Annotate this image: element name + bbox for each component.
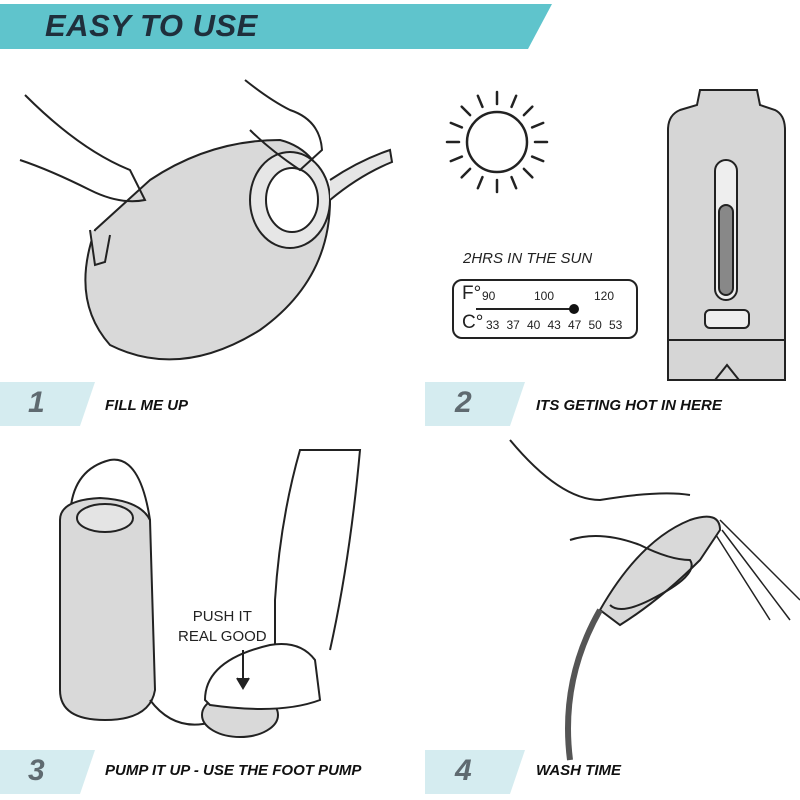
push-callout: PUSH IT REAL GOOD: [178, 607, 267, 647]
temperature-level-bar: [476, 308, 574, 310]
jug-with-foot-pump-illustration: [59, 449, 362, 738]
callout-line-1: PUSH IT: [192, 608, 252, 625]
f-tick: 90: [482, 289, 496, 303]
c-tick: 33: [486, 318, 500, 332]
sun-ray: [522, 167, 534, 179]
page-title: EASY TO USE: [45, 8, 258, 43]
sun-ray: [476, 175, 484, 190]
fahrenheit-unit: F°: [462, 283, 482, 304]
callout-line-2: REAL GOOD: [178, 628, 267, 645]
step-2-number: 2: [455, 386, 472, 419]
c-tick: 47: [568, 318, 582, 332]
sun-ray: [530, 121, 545, 129]
jug-filling-illustration: [19, 79, 394, 361]
step-3-label: PUMP IT UP - USE THE FOOT PUMP: [105, 762, 362, 779]
sun-ray: [530, 155, 545, 163]
temperature-marker: [569, 304, 579, 314]
step-1-number: 1: [28, 386, 45, 419]
sun-ray: [460, 167, 472, 179]
step-4-label: WASH TIME: [536, 762, 621, 779]
sun-ray: [476, 94, 484, 109]
c-tick: 50: [588, 318, 602, 332]
step-1-label: FILL ME UP: [105, 397, 189, 414]
celsius-unit: C°: [462, 312, 484, 333]
sun-ray: [449, 121, 464, 129]
sun-icon: [445, 90, 549, 194]
f-tick: 120: [594, 289, 615, 303]
f-tick: 100: [534, 289, 555, 303]
sun-ray: [460, 105, 472, 117]
step-2-label: ITS GETING HOT IN HERE: [536, 397, 722, 414]
sun-ray: [510, 175, 518, 190]
c-tick: 40: [527, 318, 541, 332]
step-4-badge: [425, 750, 525, 794]
shower-sprayer-illustration: [509, 439, 800, 761]
sun-ray: [522, 105, 534, 117]
step-1-badge: [0, 382, 95, 426]
step-4-number: 4: [455, 754, 472, 787]
sun-ray: [510, 94, 518, 109]
c-tick: 53: [609, 318, 623, 332]
sun-ray: [449, 155, 464, 163]
header-banner: [0, 4, 552, 49]
step-3-badge: [0, 750, 95, 794]
c-tick: 43: [547, 318, 561, 332]
c-tick: 37: [506, 318, 520, 332]
temperature-gauge: F° C° 90 100 120 33 37 40 43 47 50 53: [452, 279, 638, 339]
step-3-number: 3: [28, 754, 45, 787]
water-tank-illustration: [667, 89, 786, 381]
sun-caption: 2HRS IN THE SUN: [463, 250, 593, 267]
step-2-badge: [425, 382, 525, 426]
